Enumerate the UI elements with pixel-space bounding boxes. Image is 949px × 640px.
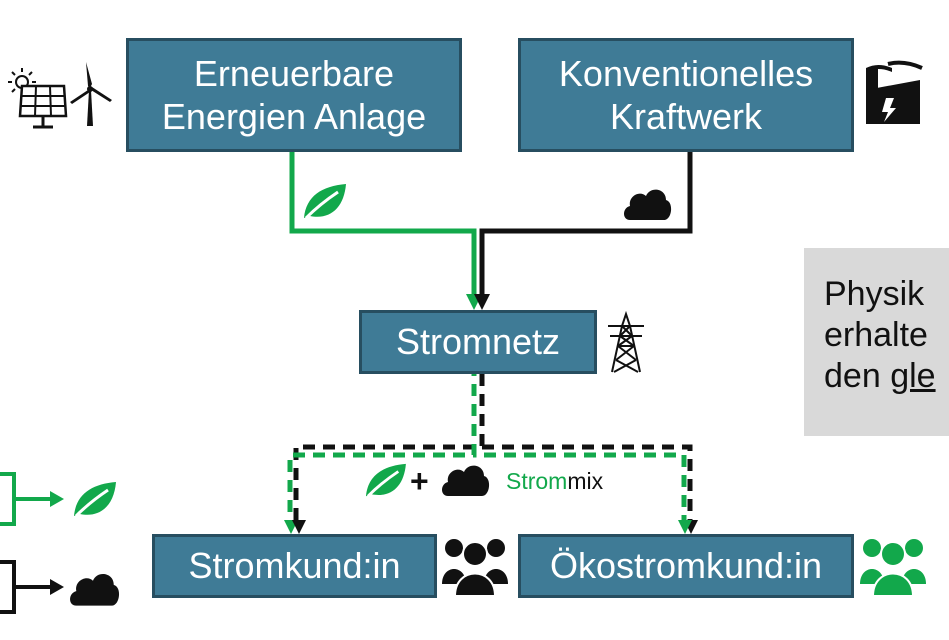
- side-note-line-1: Physik: [824, 275, 925, 313]
- strommix-label: Strommix: [506, 468, 603, 495]
- conventional-flow-arrowhead: [474, 294, 490, 310]
- eco-people-group-icon: [860, 539, 926, 597]
- customer-arrowhead-black: [292, 520, 306, 534]
- grid-label: Stromnetz: [395, 321, 561, 363]
- mix-flow-line-black: [293, 374, 485, 522]
- factory-icon: [866, 60, 923, 124]
- conventional-plant-box: Konventionelles Kraftwerk: [518, 38, 854, 152]
- mix-flow-line-green-right: [474, 452, 687, 522]
- solar-panel-icon: [18, 84, 68, 129]
- legend-black-arrowhead: [50, 579, 64, 595]
- cloud-icon: [624, 189, 672, 220]
- side-note-line-3-underlined: gle: [890, 356, 936, 395]
- eco-arrowhead-green: [678, 520, 692, 534]
- legend-green-arrowhead: [50, 491, 64, 507]
- side-note-panel: Physik erhalte den gle: [804, 248, 949, 436]
- side-note-line-3-prefix: den: [824, 356, 891, 395]
- power-pylon-icon: [608, 310, 644, 373]
- eco-customer-box: Ökostromkund:in: [518, 534, 854, 598]
- renewable-flow-line: [289, 152, 477, 298]
- customer-box: Stromkund:in: [152, 534, 437, 598]
- conventional-plant-label-2: Kraftwerk: [609, 96, 763, 137]
- mix-flow-line-black-right: [482, 444, 693, 522]
- strommix-prefix: Strom: [506, 468, 568, 494]
- mix-cloud-icon: [442, 465, 490, 496]
- side-note-line-3: den gle: [824, 356, 949, 397]
- renewable-plant-label-2: Energien Anlage: [161, 96, 427, 137]
- legend-leaf-icon: [74, 482, 116, 518]
- plus-sign: +: [410, 463, 429, 499]
- side-note-line-2: erhalte: [824, 315, 928, 354]
- customer-label: Stromkund:in: [188, 545, 401, 587]
- conventional-flow-line: [479, 152, 693, 298]
- strommix-suffix: mix: [567, 468, 604, 494]
- mix-flow-line-green: [287, 374, 477, 522]
- mix-leaf-icon: [366, 463, 406, 498]
- renewable-plant-label-1: Erneuerbare: [193, 52, 395, 94]
- leaf-icon: [304, 184, 346, 220]
- legend-cloud-icon: [70, 574, 120, 606]
- grid-box: Stromnetz: [359, 310, 597, 374]
- people-group-icon: [442, 539, 508, 597]
- wind-turbine-icon: [70, 62, 112, 126]
- renewable-plant-box: Erneuerbare Energien Anlage: [126, 38, 462, 152]
- legend-black-bracket: [0, 560, 16, 614]
- conventional-plant-label-1: Konventionelles: [558, 52, 814, 94]
- eco-customer-label: Ökostromkund:in: [549, 545, 823, 587]
- legend-green-bracket: [0, 472, 16, 526]
